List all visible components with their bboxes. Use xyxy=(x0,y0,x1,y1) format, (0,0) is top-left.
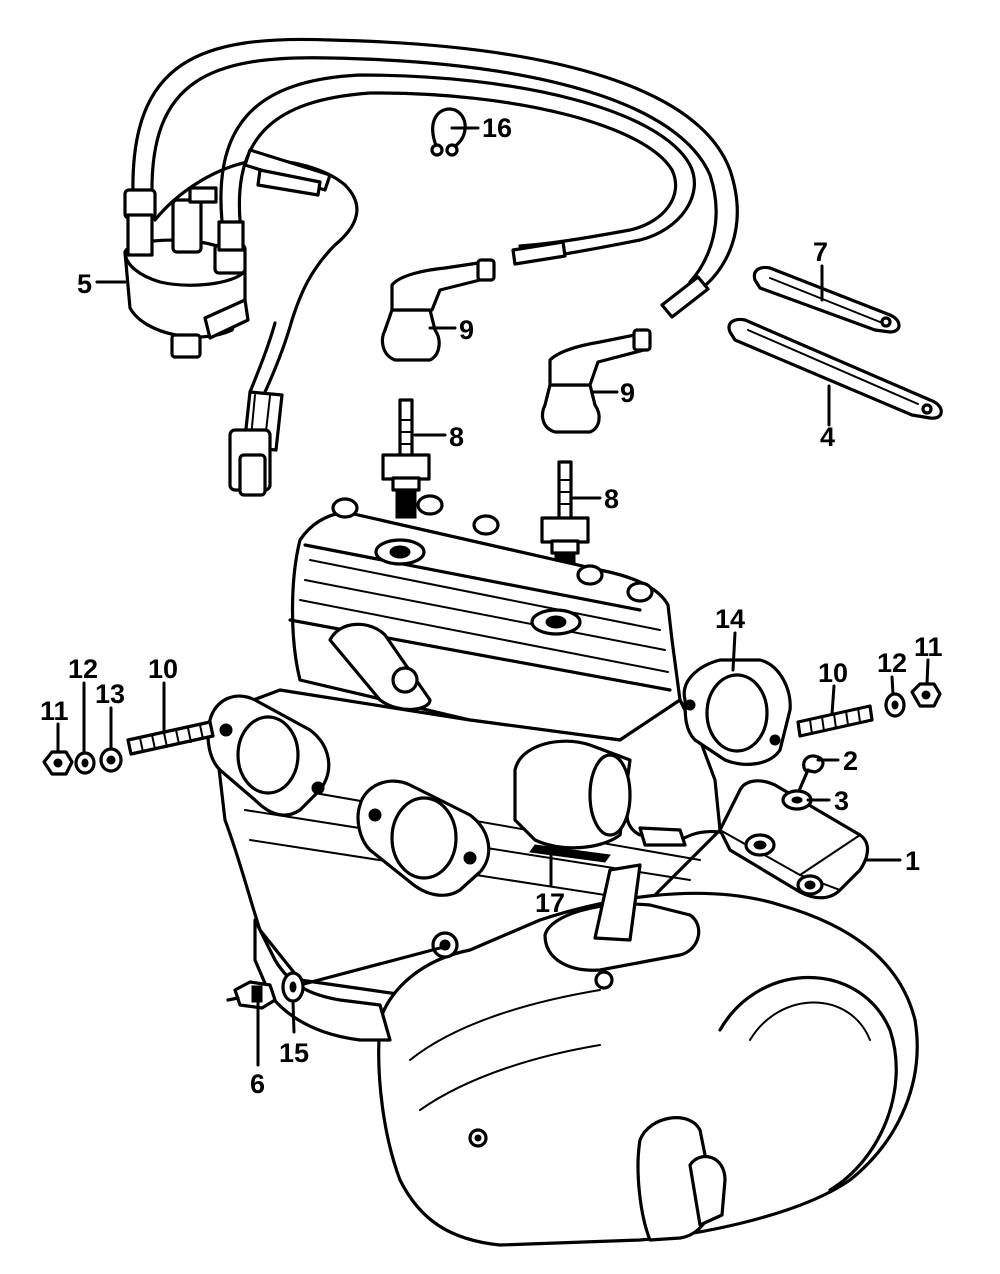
washer-left xyxy=(99,747,123,773)
callout-10-left: 10 xyxy=(148,654,178,684)
nut-right xyxy=(910,682,942,708)
callout-8-upper: 8 xyxy=(449,422,464,452)
callout-5: 5 xyxy=(77,269,92,299)
callout-6: 6 xyxy=(250,1069,265,1099)
callout-12-right: 12 xyxy=(877,648,907,678)
gasket-14 xyxy=(682,658,792,766)
callout-11-left: 11 xyxy=(40,696,69,726)
callout-15: 15 xyxy=(279,1038,309,1068)
wire-band xyxy=(430,107,467,157)
intake-cover xyxy=(513,739,632,863)
bolt-2 xyxy=(793,754,825,802)
spark-plug-1 xyxy=(381,398,431,519)
callout-4: 4 xyxy=(820,422,835,452)
callout-12-left: 12 xyxy=(68,654,98,684)
callout-labels: 1 2 3 4 5 6 7 8 8 9 9 10 10 11 11 12 12 … xyxy=(40,113,943,1099)
ignition-lead-connector xyxy=(228,148,332,497)
spark-plug-cap-1 xyxy=(380,258,496,362)
callout-8-lower: 8 xyxy=(604,484,619,514)
lock-washer-right xyxy=(884,692,906,718)
callout-9-lower: 9 xyxy=(620,378,635,408)
strap-7 xyxy=(752,265,901,334)
callout-2: 2 xyxy=(843,746,858,776)
stud-left xyxy=(126,720,215,756)
nut-left xyxy=(42,750,74,776)
callout-7: 7 xyxy=(813,237,828,267)
sealing-washer xyxy=(281,971,305,1003)
callout-13: 13 xyxy=(95,679,125,709)
cdi-unit xyxy=(625,779,870,900)
leader-lines xyxy=(56,126,930,1067)
callout-3: 3 xyxy=(834,786,849,816)
spark-plug-cap-2 xyxy=(540,328,652,434)
callout-16: 16 xyxy=(482,113,512,143)
callout-11-right: 11 xyxy=(914,632,943,662)
callout-9-upper: 9 xyxy=(459,315,474,345)
stud-right xyxy=(796,704,874,738)
callout-10-right: 10 xyxy=(818,658,848,688)
callout-14: 14 xyxy=(715,604,745,634)
ignition-wires xyxy=(131,37,739,319)
lock-washer-left xyxy=(74,751,96,775)
strap-4 xyxy=(727,317,943,420)
callout-17: 17 xyxy=(535,888,565,918)
temperature-sensor xyxy=(226,980,277,1010)
callout-1: 1 xyxy=(905,846,920,876)
